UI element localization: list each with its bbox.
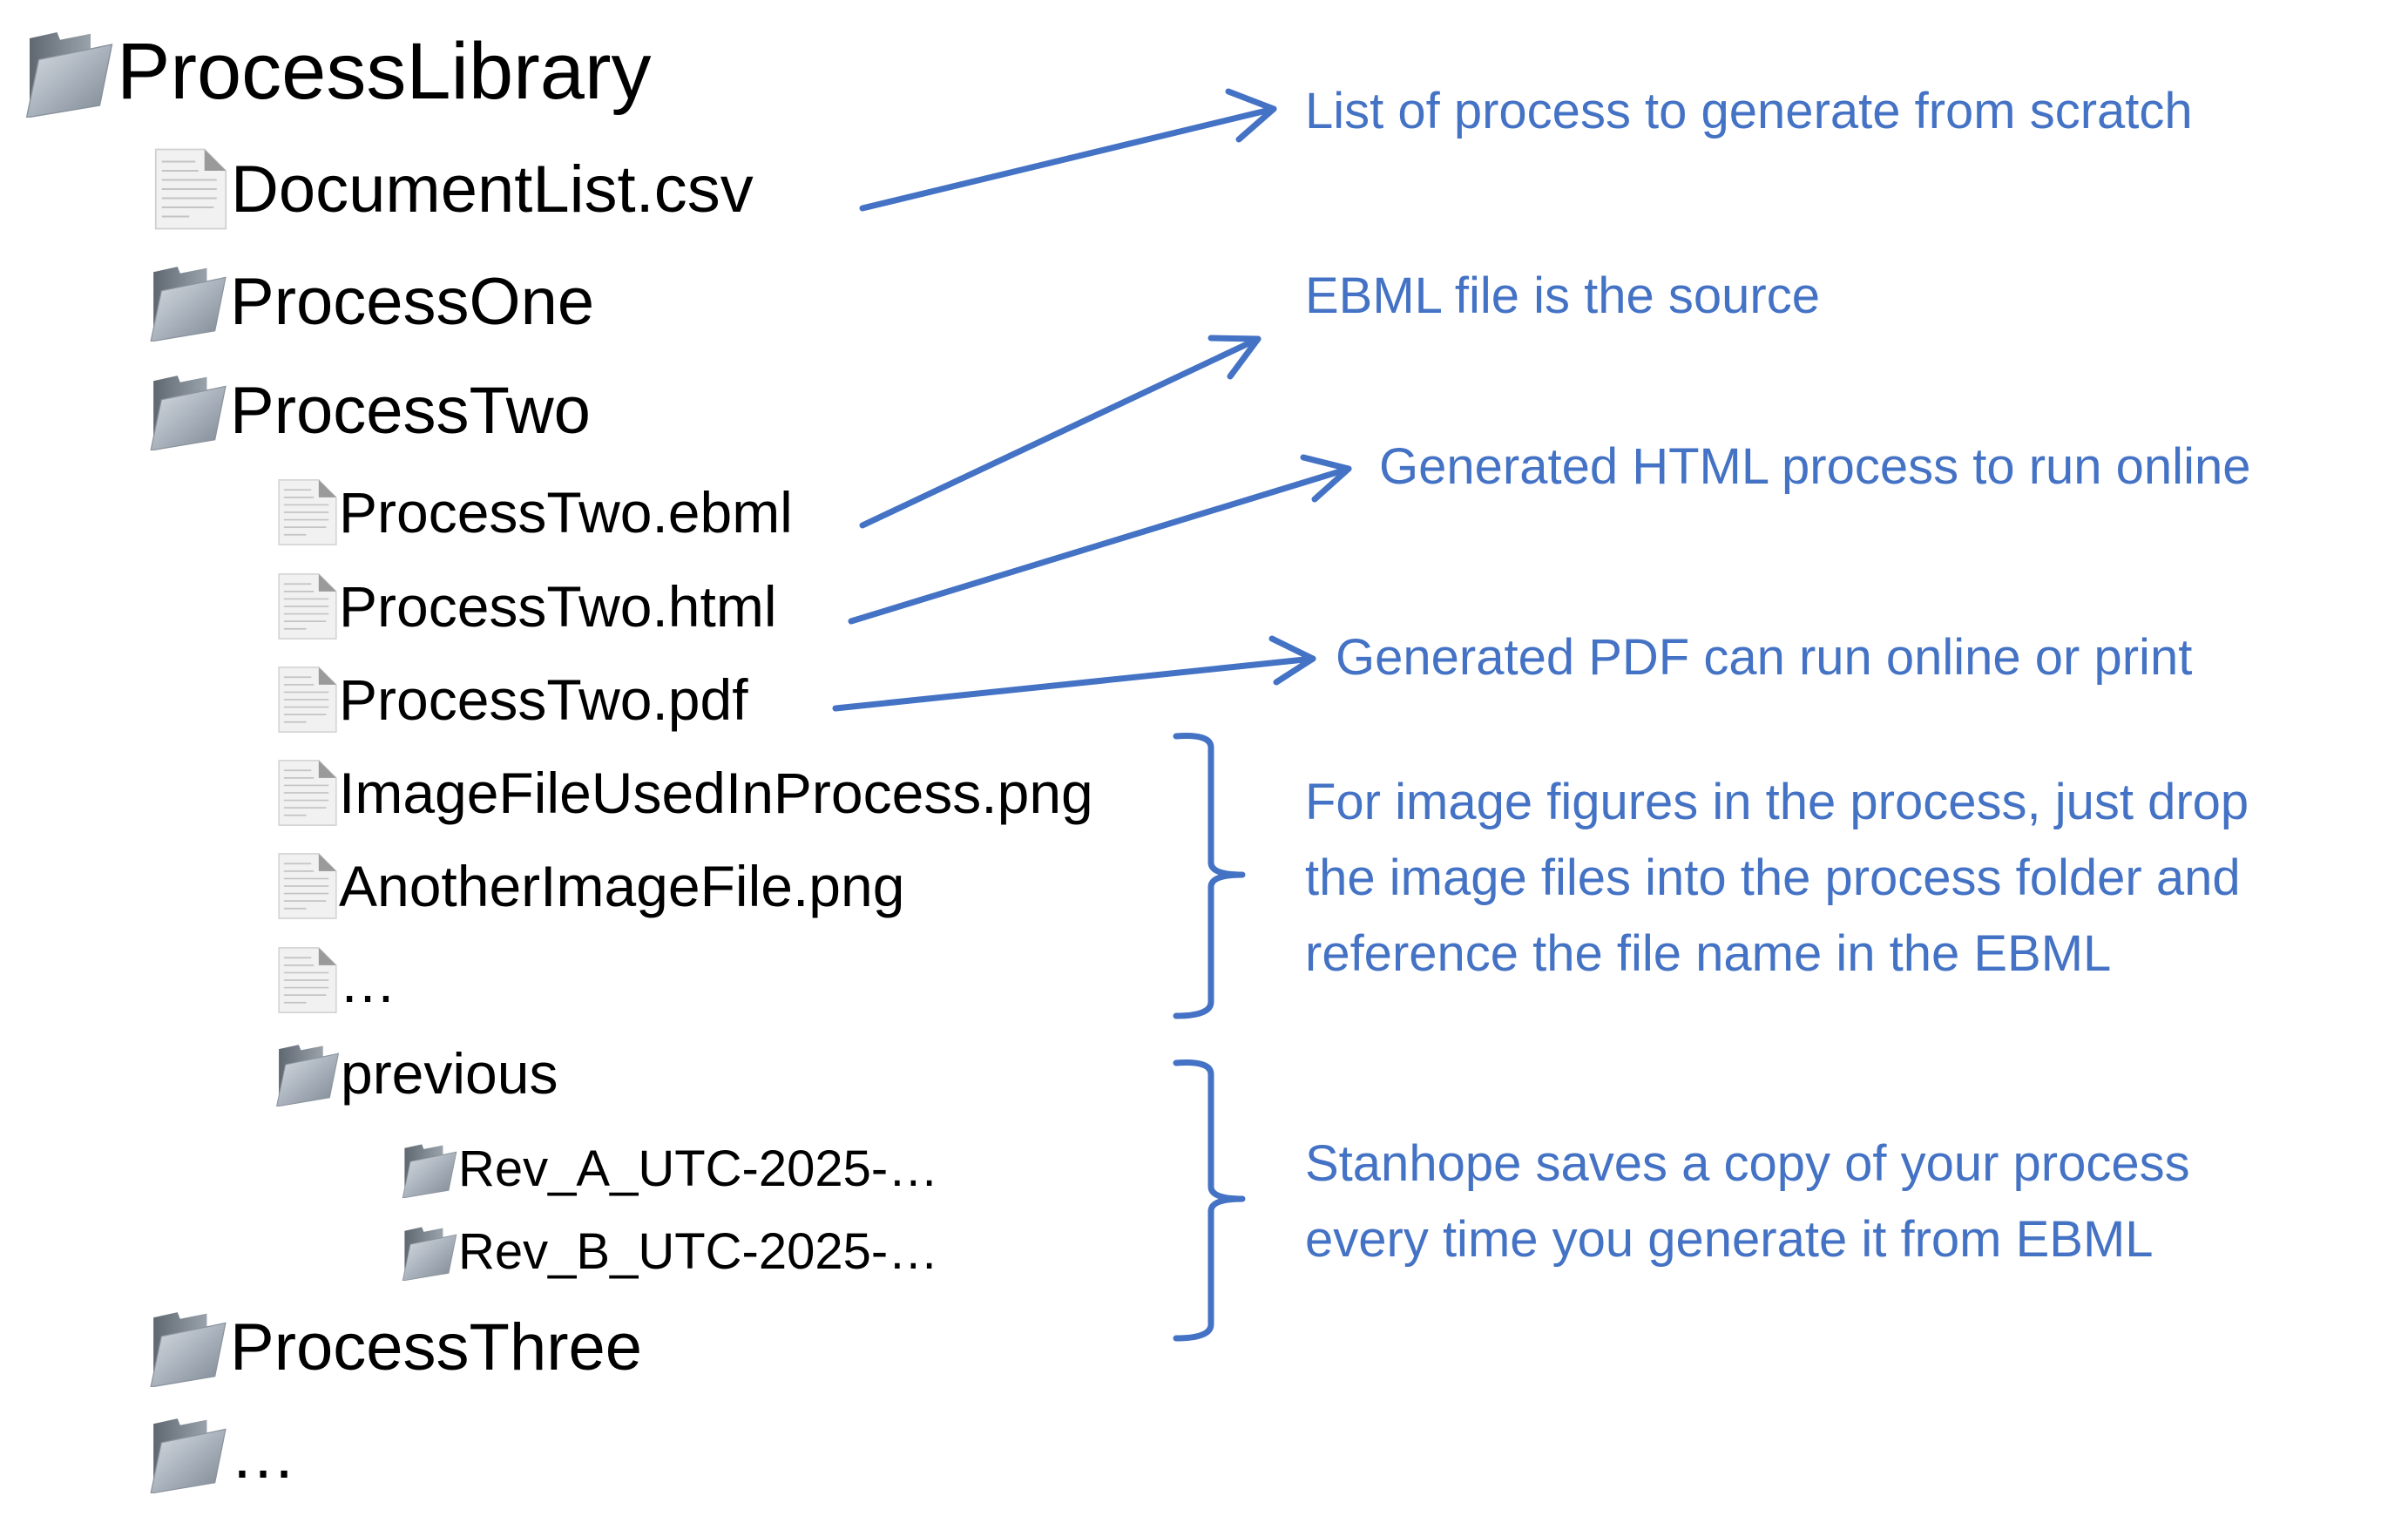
file-anotherimage[interactable]: AnotherImageFile.png <box>276 851 904 921</box>
note-images: For image figures in the process, just d… <box>1305 764 2249 991</box>
file-documentlist[interactable]: DocumentList.csv <box>152 146 754 232</box>
folder-rev-a[interactable]: Rev_A_UTC-2025-… <box>401 1140 938 1198</box>
note-line: reference the file name in the EBML <box>1305 925 2112 982</box>
note-line: the image files into the process folder … <box>1305 849 2241 906</box>
folder-label: ProcessThree <box>230 1310 643 1384</box>
note-line: every time you generate it from EBML <box>1305 1211 2154 1268</box>
arrow-documentlist <box>859 88 1277 212</box>
folder-processtwo[interactable]: ProcessTwo <box>148 370 591 450</box>
note-line: For image figures in the process, just d… <box>1305 774 2249 830</box>
folder-label: previous <box>341 1041 558 1106</box>
file-processtwo-pdf[interactable]: ProcessTwo.pdf <box>276 665 748 734</box>
folder-label: … <box>230 1418 296 1492</box>
file-label: ImageFileUsedInProcess.png <box>339 761 1093 825</box>
note-documentlist: List of process to generate from scratch <box>1305 83 2193 139</box>
note-pdf: Generated PDF can run online or print <box>1336 629 2193 686</box>
note-previous: Stanhope saves a copy of your process ev… <box>1305 1126 2190 1277</box>
file-processtwo-html[interactable]: ProcessTwo.html <box>276 572 776 641</box>
folder-label: ProcessOne <box>230 264 595 339</box>
file-more[interactable]: … <box>276 945 396 1015</box>
folder-processlibrary[interactable]: ProcessLibrary <box>24 26 652 118</box>
note-line: Stanhope saves a copy of your process <box>1305 1135 2190 1192</box>
folder-label: ProcessTwo <box>230 373 591 448</box>
folder-processone[interactable]: ProcessOne <box>148 261 594 342</box>
arrow-pdf <box>832 635 1316 712</box>
folder-more[interactable]: … <box>148 1413 296 1493</box>
file-label: ProcessTwo.html <box>339 574 777 639</box>
arrow-ebml <box>859 335 1261 529</box>
file-processtwo-ebml[interactable]: ProcessTwo.ebml <box>276 477 793 547</box>
folder-rev-b[interactable]: Rev_B_UTC-2025-… <box>401 1222 938 1281</box>
brace-images <box>1173 733 1246 1019</box>
folder-label: Rev_B_UTC-2025-… <box>458 1223 939 1280</box>
note-ebml: EBML file is the source <box>1305 267 1820 324</box>
file-label: ProcessTwo.ebml <box>339 480 793 545</box>
file-label: … <box>339 950 396 1014</box>
folder-label: Rev_A_UTC-2025-… <box>458 1140 939 1197</box>
file-label: ProcessTwo.pdf <box>339 667 748 732</box>
folder-previous[interactable]: previous <box>274 1040 558 1107</box>
folder-label: ProcessLibrary <box>117 27 652 116</box>
folder-processthree[interactable]: ProcessThree <box>148 1307 642 1387</box>
arrow-html <box>848 454 1352 625</box>
file-label: AnotherImageFile.png <box>339 854 905 918</box>
note-html: Generated HTML process to run online <box>1379 438 2251 495</box>
brace-previous <box>1173 1059 1246 1342</box>
file-label: DocumentList.csv <box>231 152 754 227</box>
file-imagefile[interactable]: ImageFileUsedInProcess.png <box>276 758 1093 828</box>
